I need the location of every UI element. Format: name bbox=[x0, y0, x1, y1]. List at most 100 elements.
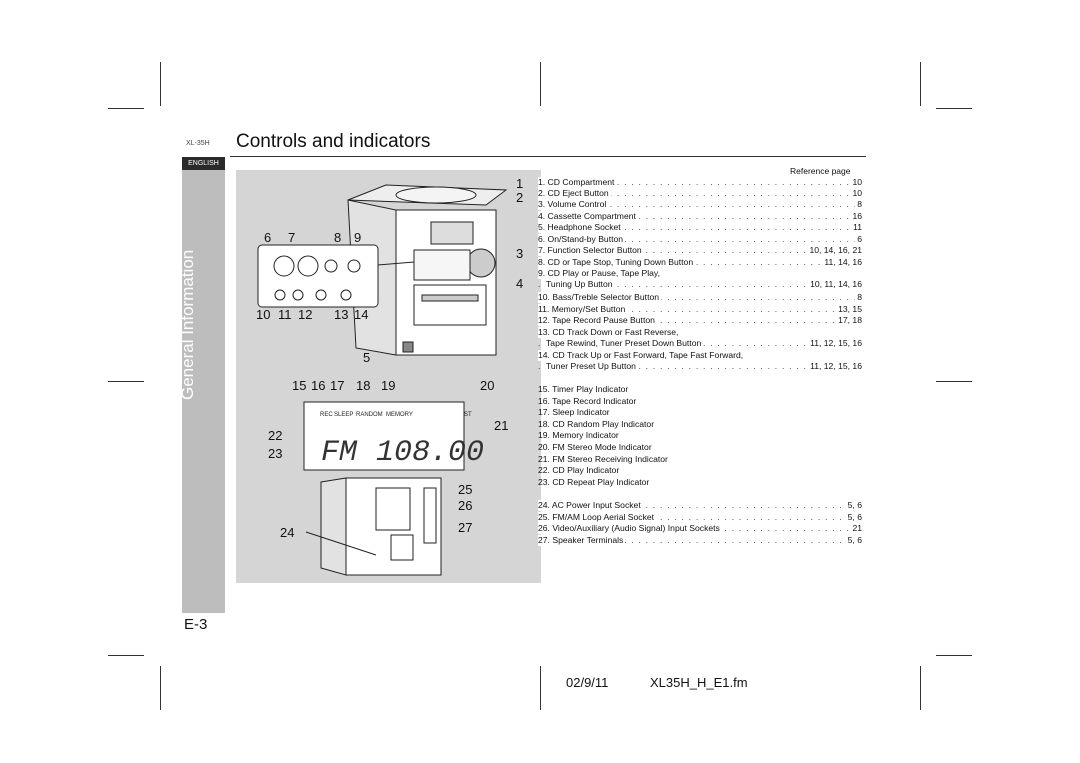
callout-20: 20 bbox=[480, 378, 495, 393]
item-label: Tuning Up Button bbox=[546, 279, 615, 290]
item-pages: 17, 18 bbox=[836, 315, 862, 326]
item-pages: 8 bbox=[855, 292, 862, 303]
item-label: Tuner Preset Up Button bbox=[546, 361, 638, 372]
item-label: 25. FM/AM Loop Aerial Socket bbox=[538, 511, 657, 523]
item-pages: 8 bbox=[855, 199, 862, 210]
crop-mark bbox=[108, 655, 144, 656]
item-pages: 11, 12, 15, 16 bbox=[808, 361, 862, 372]
item-pages: 10, 14, 16, 21 bbox=[807, 245, 862, 256]
dot-leader: . . . . . . . . . . . . . . . . . . . . … bbox=[538, 234, 862, 244]
dot-leader: . . . . . . . . . . . . . . . . . . . . … bbox=[538, 188, 862, 198]
item-pages: 11, 14, 16 bbox=[822, 257, 862, 268]
item-label: 2. CD Eject Button bbox=[538, 188, 611, 199]
dot-leader: . . . . . . . . . . . . . . . . . . . . … bbox=[538, 500, 862, 510]
indicator-item: 19. Memory Indicator bbox=[538, 430, 619, 441]
dot-leader: . . . . . . . . . . . . . . . . . . . . … bbox=[538, 257, 862, 267]
crop-mark bbox=[160, 62, 161, 106]
dot-leader: . . . . . . . . . . . . . . . . . . . . … bbox=[538, 279, 862, 289]
item-pages: 5, 6 bbox=[845, 534, 862, 546]
crop-mark bbox=[540, 62, 541, 106]
item-pages: 10 bbox=[850, 188, 862, 199]
callout-2: 2 bbox=[516, 190, 524, 205]
dot-leader: . . . . . . . . . . . . . . . . . . . . … bbox=[538, 177, 862, 187]
dot-leader: . . . . . . . . . . . . . . . . . . . . … bbox=[538, 511, 862, 522]
button-zoom bbox=[257, 244, 415, 308]
item-pages: 10 bbox=[850, 177, 862, 188]
item-pages: 11 bbox=[851, 222, 862, 233]
display-rec-label: REC bbox=[320, 412, 333, 418]
item-pages: 16 bbox=[850, 211, 862, 222]
callout-25: 25 bbox=[458, 482, 473, 497]
indicator-item: 18. CD Random Play Indicator bbox=[538, 418, 655, 429]
item-pages: 6 bbox=[855, 234, 862, 245]
callout-9: 9 bbox=[354, 230, 362, 245]
crop-mark bbox=[108, 108, 144, 109]
indicator-item: 23. CD Repeat Play Indicator bbox=[538, 476, 650, 487]
callout-17: 17 bbox=[330, 378, 345, 393]
figure-panel: REC SLEEP RANDOM MEMORY ST FM 108.00 1 2… bbox=[236, 170, 541, 583]
footer-filename: XL35H_H_E1.fm bbox=[650, 675, 748, 690]
item-label: 14. CD Track Up or Fast Forward, Tape Fa… bbox=[538, 350, 746, 361]
callout-4: 4 bbox=[516, 276, 524, 291]
crop-mark bbox=[920, 666, 921, 710]
display-frequency: 108.00 bbox=[376, 436, 484, 470]
item-label: 12. Tape Record Pause Button bbox=[538, 315, 657, 326]
item-label: Tape Rewind, Tuner Preset Down Button bbox=[546, 338, 704, 349]
callout-16: 16 bbox=[311, 378, 326, 393]
crop-mark bbox=[920, 62, 921, 106]
dot-leader: . . . . . . . . . . . . . . . . . . . . … bbox=[538, 199, 862, 209]
page-title: Controls and indicators bbox=[236, 131, 431, 152]
dot-leader: . . . . . . . . . . . . . . . . . . . . … bbox=[538, 222, 862, 232]
callout-12: 12 bbox=[298, 307, 313, 322]
callout-5: 5 bbox=[363, 350, 371, 365]
item-label: 26. Video/Auxiliary (Audio Signal) Input… bbox=[538, 523, 722, 535]
item-pages: 5, 6 bbox=[845, 511, 862, 523]
item-label: 11. Memory/Set Button bbox=[538, 304, 628, 315]
callout-24: 24 bbox=[280, 525, 295, 540]
item-pages: 10, 11, 14, 16 bbox=[808, 279, 862, 290]
page-number: E-3 bbox=[184, 616, 208, 633]
rear-unit-drawing bbox=[305, 477, 442, 576]
dot-leader: . . . . . . . . . . . . . . . . . . . . … bbox=[538, 534, 862, 545]
callout-15: 15 bbox=[292, 378, 307, 393]
indicator-item: 20. FM Stereo Mode Indicator bbox=[538, 442, 652, 452]
display-sleep-label: SLEEP bbox=[334, 412, 353, 418]
item-pages: 21 bbox=[850, 523, 862, 535]
callout-18: 18 bbox=[356, 378, 371, 393]
callout-1: 1 bbox=[516, 176, 524, 191]
front-unit-drawing bbox=[347, 184, 508, 356]
language-tab: ENGLISH bbox=[182, 157, 225, 170]
display-memory-label: MEMORY bbox=[386, 412, 413, 418]
callout-23: 23 bbox=[268, 446, 283, 461]
dot-leader: . . . . . . . . . . . . . . . . . . . . … bbox=[538, 245, 862, 255]
indicator-item: 22. CD Play Indicator bbox=[538, 465, 620, 476]
dot-leader: . . . . . . . . . . . . . . . . . . . . … bbox=[538, 304, 862, 314]
callout-14: 14 bbox=[354, 307, 369, 322]
display-drawing: REC SLEEP RANDOM MEMORY ST FM 108.00 bbox=[303, 401, 484, 471]
crop-mark bbox=[160, 666, 161, 710]
dot-leader: . . . . . . . . . . . . . . . . . . . . … bbox=[538, 361, 862, 371]
item-label: 24. AC Power Input Socket bbox=[538, 500, 643, 511]
model-label: XL-35H bbox=[186, 140, 210, 147]
dot-leader: . . . . . . . . . . . . . . . . . . . . … bbox=[538, 315, 862, 325]
dot-leader: . . . . . . . . . . . . . . . . . . . . … bbox=[538, 211, 862, 221]
indicator-item: 16. Tape Record Indicator bbox=[538, 395, 637, 406]
display-st-label: ST bbox=[464, 412, 472, 418]
item-pages: 13, 15 bbox=[836, 304, 862, 315]
callout-7: 7 bbox=[288, 230, 296, 245]
crop-mark bbox=[936, 381, 972, 382]
callout-3: 3 bbox=[516, 246, 524, 261]
callout-10: 10 bbox=[256, 307, 271, 322]
indicator-item: 15. Timer Play Indicator bbox=[538, 384, 629, 394]
display-random-label: RANDOM bbox=[356, 412, 383, 418]
indicator-item: 21. FM Stereo Receiving Indicator bbox=[538, 453, 668, 464]
item-label: 13. CD Track Down or Fast Reverse, bbox=[538, 327, 681, 338]
callout-19: 19 bbox=[381, 378, 396, 393]
callout-13: 13 bbox=[334, 307, 349, 322]
display-band: FM bbox=[321, 436, 358, 470]
item-label: 4. Cassette Compartment bbox=[538, 211, 638, 222]
callout-21: 21 bbox=[494, 418, 509, 433]
item-label: 10. Bass/Treble Selector Button bbox=[538, 292, 662, 303]
section-label: General Information bbox=[178, 249, 197, 400]
unit-illustration: REC SLEEP RANDOM MEMORY ST FM 108.00 bbox=[257, 184, 508, 576]
